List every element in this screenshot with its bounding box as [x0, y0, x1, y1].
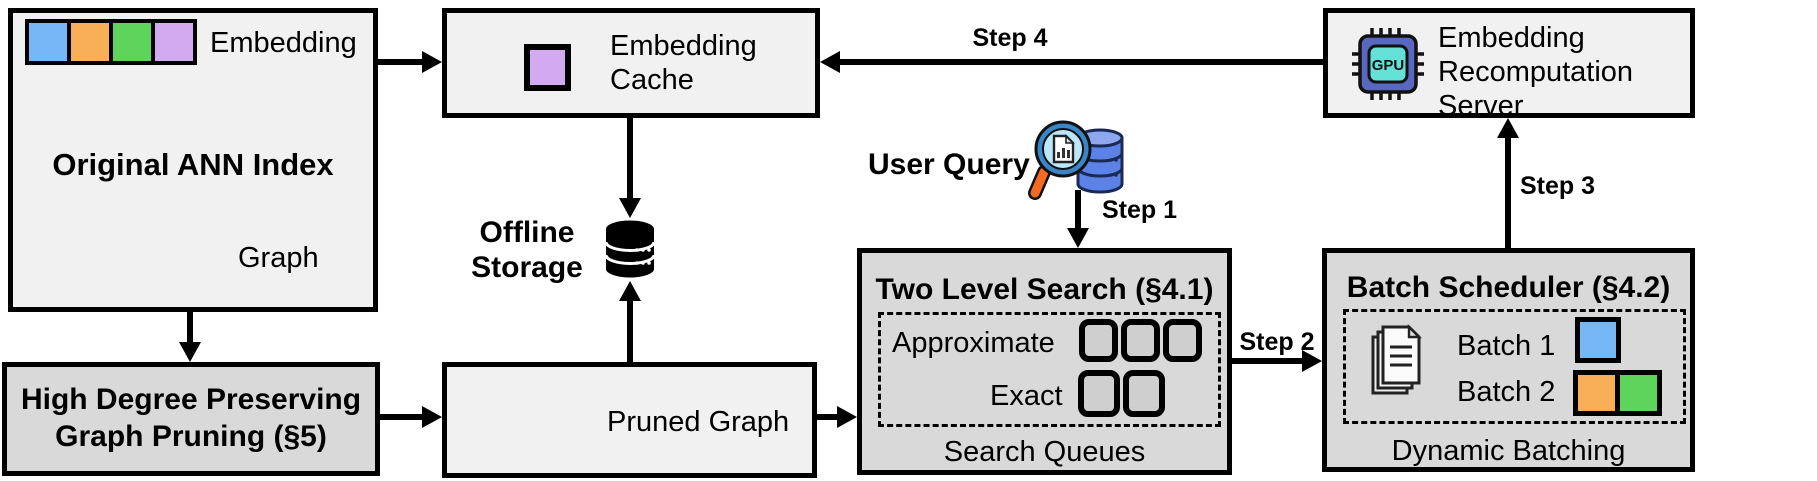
offline-storage-label: Offline Storage — [471, 216, 583, 284]
user-query-label: User Query — [868, 148, 1030, 181]
original-ann-index-title: Original ANN Index — [52, 147, 334, 182]
batch2-embedding-squares — [1573, 370, 1662, 416]
queue-slot — [1079, 319, 1118, 362]
approximate-label: Approximate — [892, 327, 1055, 359]
queue-slot — [1163, 319, 1202, 362]
original-ann-index-box: Embedding Original ANN Index Graph — [8, 8, 378, 312]
dynamic-batching-dashed-box — [1343, 309, 1686, 424]
graph-pruning-title-line2: Graph Pruning (§5) — [55, 420, 327, 453]
gpu-chip-icon: GPU — [1346, 22, 1430, 106]
batch2-green-square — [1620, 375, 1657, 411]
arrow-pruned-graph-to-search — [817, 406, 857, 428]
arrow-pruning-to-pruned-graph — [380, 406, 442, 428]
recomputation-server-box: GPU Embedding Recomputation Server — [1323, 8, 1695, 122]
embedding-cell-orange — [71, 23, 109, 61]
pruned-graph-box: Pruned Graph — [442, 362, 817, 478]
embedding-cache-label: Embedding Cache — [610, 30, 757, 96]
pruned-graph-label: Pruned Graph — [607, 406, 790, 438]
batch2-label: Batch 2 — [1457, 376, 1556, 408]
arrow-cache-to-storage — [619, 118, 641, 218]
magnifier-icon — [1028, 120, 1092, 200]
database-icon — [604, 220, 656, 278]
step1-label: Step 1 — [1102, 196, 1178, 224]
arrow-index-to-pruning — [179, 312, 201, 362]
graph-label: Graph — [238, 242, 319, 274]
batch-scheduler-title: Batch Scheduler (§4.2) — [1346, 271, 1671, 304]
embedding-cache-box: Embedding Cache — [442, 8, 820, 118]
approximate-queue-slots — [1079, 319, 1202, 362]
batch-scheduler-box: Batch Scheduler (§4.2) Batch 1 Batch 2 D… — [1322, 248, 1695, 472]
batch1-embedding-square — [1575, 317, 1621, 363]
arrow-pruned-graph-to-storage — [619, 281, 641, 362]
embedding-cell-blue — [29, 23, 67, 61]
embedding-cell-purple — [155, 23, 193, 61]
batch2-orange-square — [1578, 375, 1615, 411]
step4-label: Step 4 — [972, 24, 1048, 52]
cached-embedding-icon — [524, 44, 571, 91]
step2-label: Step 2 — [1239, 328, 1315, 356]
user-query-icon — [1028, 112, 1128, 207]
two-level-search-title: Two Level Search (§4.1) — [875, 273, 1214, 306]
search-queues-caption: Search Queues — [943, 436, 1146, 468]
arrow-step4-server-to-cache — [820, 51, 1323, 73]
embedding-vector-icon — [25, 19, 197, 65]
queue-slot — [1121, 319, 1160, 362]
arrow-index-to-cache — [378, 51, 442, 73]
exact-queue-slots — [1078, 370, 1165, 417]
graph-pruning-box: High Degree Preserving Graph Pruning (§5… — [2, 362, 380, 476]
embedding-cell-green — [113, 23, 151, 61]
documents-icon — [1365, 323, 1427, 403]
batch1-label: Batch 1 — [1457, 330, 1556, 362]
document-chart-glyph — [1052, 134, 1075, 164]
arrow-step1-query-to-search — [1067, 190, 1089, 248]
search-queues-dashed-box — [878, 312, 1221, 427]
two-level-search-box: Two Level Search (§4.1) Approximate Exac… — [857, 248, 1232, 475]
exact-label: Exact — [990, 380, 1063, 412]
gpu-chip-label: GPU — [1372, 57, 1405, 74]
recomputation-server-label: Embedding Recomputation Server — [1438, 22, 1634, 122]
step3-label: Step 3 — [1520, 172, 1596, 200]
graph-pruning-title-line1: High Degree Preserving — [20, 383, 362, 416]
arrow-step2-search-to-batch — [1232, 350, 1322, 372]
arrow-step3-batch-to-server — [1497, 118, 1519, 248]
queue-slot — [1078, 370, 1120, 417]
queue-slot — [1123, 370, 1165, 417]
dynamic-batching-caption: Dynamic Batching — [1391, 435, 1626, 467]
embedding-label: Embedding — [210, 27, 357, 59]
